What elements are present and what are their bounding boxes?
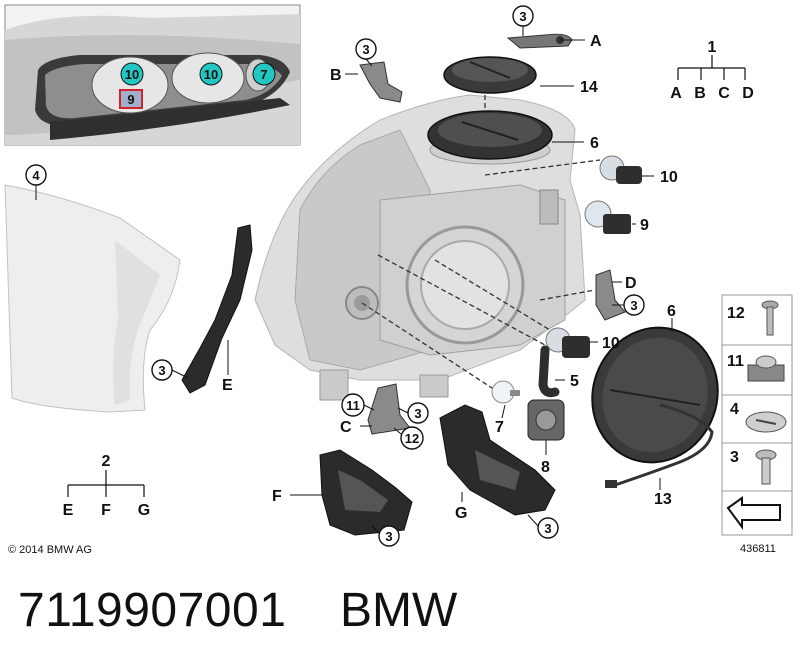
label-letter-g: G (455, 505, 467, 522)
label-part-8: 8 (541, 459, 550, 476)
expanding-rivet-icon (745, 411, 787, 433)
callout-12-label: 12 (405, 431, 419, 446)
fastener-label-4: 4 (730, 401, 739, 418)
parts-diagram: 10 10 7 9 (4, 4, 793, 556)
tree-2-root: 2 (102, 453, 111, 470)
label-letter-a: A (590, 33, 602, 50)
callout-3-f-label: 3 (385, 529, 392, 544)
part-13-cable-icon (614, 403, 714, 487)
part-6-cover-top-icon (427, 110, 553, 160)
label-part-10-top: 10 (660, 169, 678, 186)
tree-1-leaf-d: D (742, 85, 754, 102)
label-part-14: 14 (580, 79, 598, 96)
label-leaders (227, 39, 673, 502)
part-number: 7119907001 (18, 584, 287, 637)
label-part-13: 13 (654, 491, 672, 508)
label-part-7: 7 (495, 419, 504, 436)
footer: 7119907001 BMW (10, 583, 790, 653)
callout-leaders (35, 26, 624, 534)
screw-icon (761, 300, 779, 336)
bracket-e-icon (181, 224, 253, 394)
bracket-f-icon (319, 449, 413, 536)
callout-4-label: 4 (32, 168, 40, 183)
label-part-6-top: 6 (590, 135, 599, 152)
callout-11-label: 11 (346, 398, 360, 413)
fastener-label-11: 11 (727, 353, 744, 370)
bracket-d-icon (595, 269, 626, 321)
callout-12 (400, 426, 424, 450)
self-tapping-screw-icon (755, 449, 777, 485)
part-10-bulb-lower-icon (545, 327, 590, 358)
callout-3-b-label: 3 (362, 42, 369, 57)
inset-callout-10a-label: 10 (125, 67, 139, 82)
tree-2-leaf-g: G (138, 502, 150, 519)
label-letter-c: C (340, 419, 352, 436)
tree-2-leaf-f: F (101, 502, 111, 519)
tree-2-leaf-e: E (63, 502, 74, 519)
tree-1 (677, 55, 746, 80)
fastener-panel: 12 11 4 3 436811 (721, 294, 793, 555)
tree-1-leaf-c: C (718, 85, 730, 102)
tree-1-leaf-b: B (694, 85, 706, 102)
brand-name: BMW (340, 584, 458, 637)
inset-callout-7 (252, 62, 276, 86)
callout-3-a-label: 3 (519, 9, 526, 24)
label-letter-d: D (625, 275, 637, 292)
part-5-hose-icon (538, 345, 560, 398)
reference-arrow-icon (726, 496, 781, 531)
inset-panel: 10 10 7 9 (4, 4, 301, 146)
callout-3-g-label: 3 (544, 521, 551, 536)
fastener-label-12: 12 (727, 305, 745, 322)
tree-1-leaf-a: A (670, 85, 682, 102)
inset-callout-7-label: 7 (260, 67, 267, 82)
part-14-cover-icon (443, 56, 537, 94)
label-part-5: 5 (570, 373, 579, 390)
callout-3-f (378, 525, 400, 547)
label-part-9: 9 (640, 217, 649, 234)
label-letter-b: B (330, 67, 342, 84)
inset-callout-10b (199, 62, 223, 86)
inset-highlight-box (119, 89, 143, 109)
copyright-text: © 2014 BMW AG (8, 544, 92, 556)
part-4-trim-icon (4, 184, 181, 413)
label-letter-e: E (222, 377, 233, 394)
label-part-10-lower: 10 (602, 335, 620, 352)
part-10-bulb-top-icon (599, 155, 642, 184)
callout-3-e-label: 3 (158, 363, 165, 378)
label-letter-f: F (272, 488, 282, 505)
inset-callout-9-label: 9 (127, 92, 134, 107)
bracket-a-icon (506, 33, 573, 49)
bracket-g-icon (439, 404, 556, 516)
inset-callout-10a (120, 62, 144, 86)
reference-number: 436811 (740, 543, 776, 555)
fastener-label-3: 3 (730, 449, 739, 466)
callout-3-d-label: 3 (630, 298, 637, 313)
callout-3-c-label: 3 (414, 406, 421, 421)
label-part-6-large: 6 (667, 303, 676, 320)
headlight-housing (254, 94, 586, 401)
part-8-socket-icon (527, 399, 565, 441)
part-6-cover-large-icon (591, 326, 719, 464)
part-9-bulb-icon (584, 200, 631, 234)
tree-1-root: 1 (708, 39, 717, 56)
leader-lines (361, 95, 601, 391)
callout-3-g (537, 517, 559, 539)
part-7-bulb-icon (491, 380, 520, 404)
bracket-b-icon (359, 61, 403, 103)
bracket-c-icon (367, 383, 411, 435)
clip-nut-icon (747, 355, 785, 382)
inset-callout-10b-label: 10 (204, 67, 218, 82)
tree-2 (67, 470, 145, 497)
